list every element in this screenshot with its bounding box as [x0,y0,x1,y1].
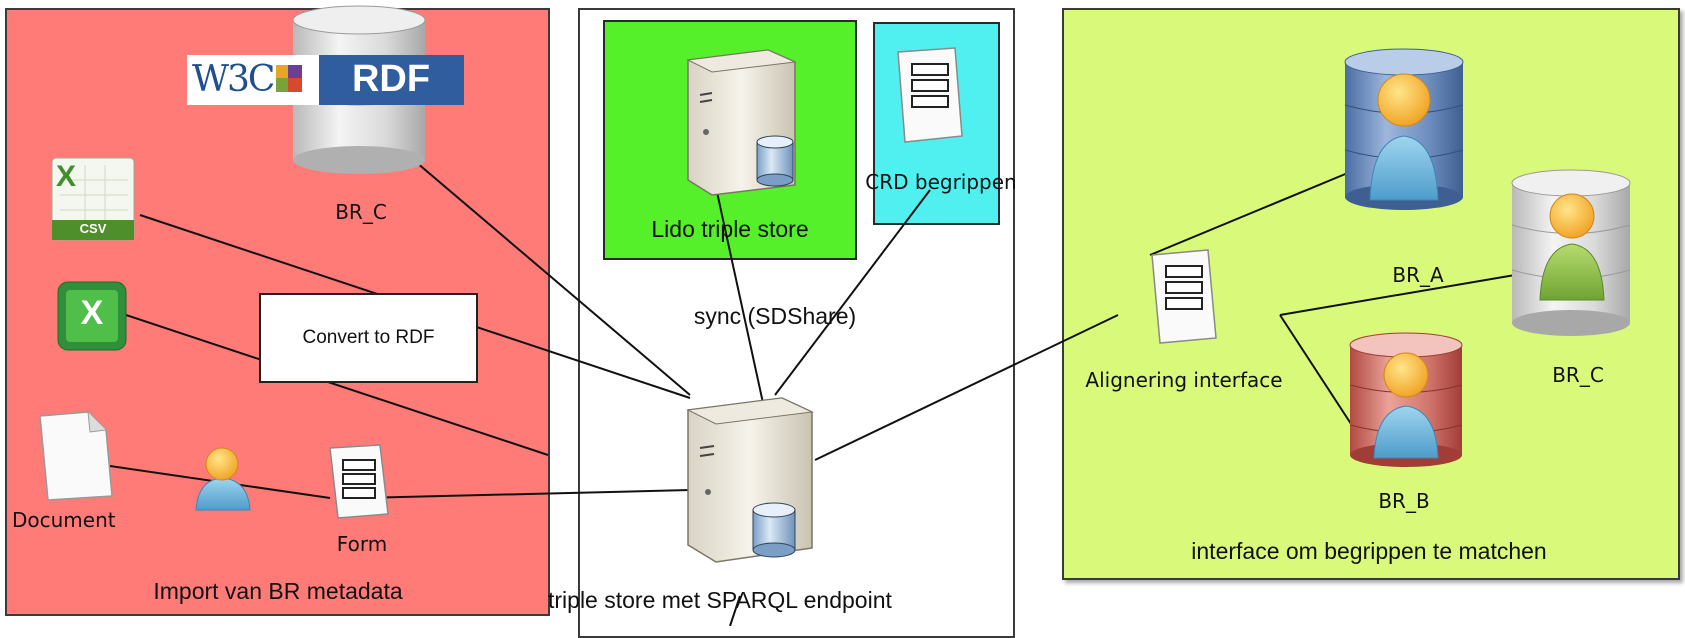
csv-file-icon [51,157,135,241]
lido-server-icon [686,49,797,196]
br-c-right-database-icon [1511,169,1631,336]
form-icon [329,444,389,519]
crd-document-icon [897,47,963,143]
excel-file-icon [57,281,127,351]
main-server-icon [686,397,814,563]
csv-x-mark: X [56,160,77,193]
matching-panel-title: interface om begrippen te matchen [1191,538,1547,564]
document-icon [39,411,113,501]
crd-begrippen-label: CRD begrippen [865,170,1017,194]
user-icon [195,447,251,511]
document-label: Document [12,508,116,532]
alignering-interface-label: Alignering interface [1085,368,1283,392]
convert-to-rdf-box: Convert to RDF [259,293,478,383]
br-c-database-icon [292,5,426,174]
rdf-logo-text: RDF [351,58,431,100]
br-a-label: BR_A [1392,263,1444,287]
br-c-right-label: BR_C [1552,363,1604,387]
br-a-database-icon [1344,48,1464,210]
w3c-logo-text: W3C [192,59,275,100]
lido-triple-store-label: Lido triple store [651,216,809,242]
alignering-form-icon [1151,249,1217,344]
br-c-label: BR_C [335,200,387,224]
w3c-rdf-logo [187,55,464,105]
csv-label: CSV [79,221,107,236]
form-label: Form [336,532,388,556]
triple-store-panel-title: triple store met SPARQL endpoint [548,587,892,613]
import-panel-title: Import van BR metadata [153,578,403,604]
excel-x-mark: X [80,294,104,332]
convert-to-rdf-label: Convert to RDF [302,327,435,348]
br-b-label: BR_B [1378,489,1430,513]
br-b-database-icon [1349,332,1463,467]
sync-sdshare-label: sync (SDShare) [693,303,857,329]
